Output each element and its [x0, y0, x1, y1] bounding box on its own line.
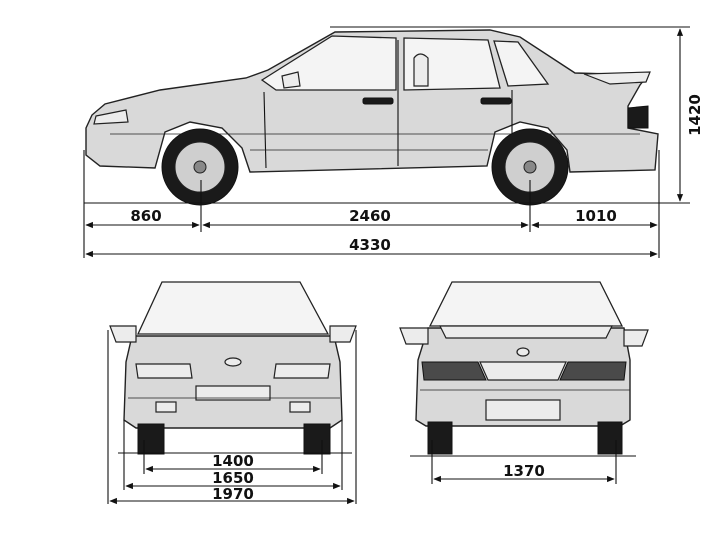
side-seat — [413, 53, 429, 87]
label-body-width: 1650 — [212, 469, 254, 487]
label-overall-length: 4330 — [349, 236, 391, 254]
rear-window — [428, 281, 624, 327]
front-right-foglight — [289, 401, 311, 413]
side-rear-door-handle — [480, 97, 512, 105]
side-view — [84, 29, 690, 206]
side-headlight — [93, 109, 129, 125]
rear-right-taillight — [559, 361, 627, 381]
label-width-mirrors: 1970 — [212, 485, 254, 503]
front-left-foglight — [155, 401, 177, 413]
label-wheelbase: 2460 — [349, 207, 391, 225]
rear-left-mirror — [399, 327, 429, 345]
side-dimensions: 860 2460 1010 4330 1420 — [83, 26, 704, 258]
rear-left-taillight — [421, 361, 487, 381]
rear-view: 1370 — [399, 281, 649, 484]
front-left-mirror — [109, 325, 137, 343]
side-quarter-window — [493, 40, 550, 87]
front-left-tire — [137, 423, 165, 455]
front-plate — [195, 385, 271, 401]
side-front-wheel — [161, 128, 239, 206]
label-height: 1420 — [686, 94, 704, 136]
side-front-door-handle — [362, 97, 394, 105]
front-windshield — [136, 281, 330, 335]
side-rear-spoiler — [583, 71, 651, 85]
label-front-track: 1400 — [212, 452, 254, 470]
front-body — [123, 335, 343, 429]
label-front-overhang: 860 — [130, 207, 161, 225]
side-taillight — [627, 105, 649, 129]
rear-badge — [516, 347, 530, 357]
label-rear-track: 1370 — [503, 462, 545, 480]
front-right-mirror — [329, 325, 357, 343]
rear-right-tire — [597, 421, 623, 455]
rear-plate — [485, 399, 561, 421]
rear-right-mirror — [623, 329, 649, 347]
rear-spoiler — [439, 325, 613, 339]
front-view: 1400 1650 1970 — [107, 281, 357, 505]
rear-center-panel — [479, 361, 567, 381]
front-left-headlight — [135, 363, 193, 379]
side-mirror — [281, 71, 301, 89]
front-right-tire — [303, 423, 331, 455]
label-rear-overhang: 1010 — [575, 207, 617, 225]
front-right-headlight — [273, 363, 331, 379]
side-front-door-edge — [263, 91, 267, 169]
front-badge — [224, 357, 242, 367]
